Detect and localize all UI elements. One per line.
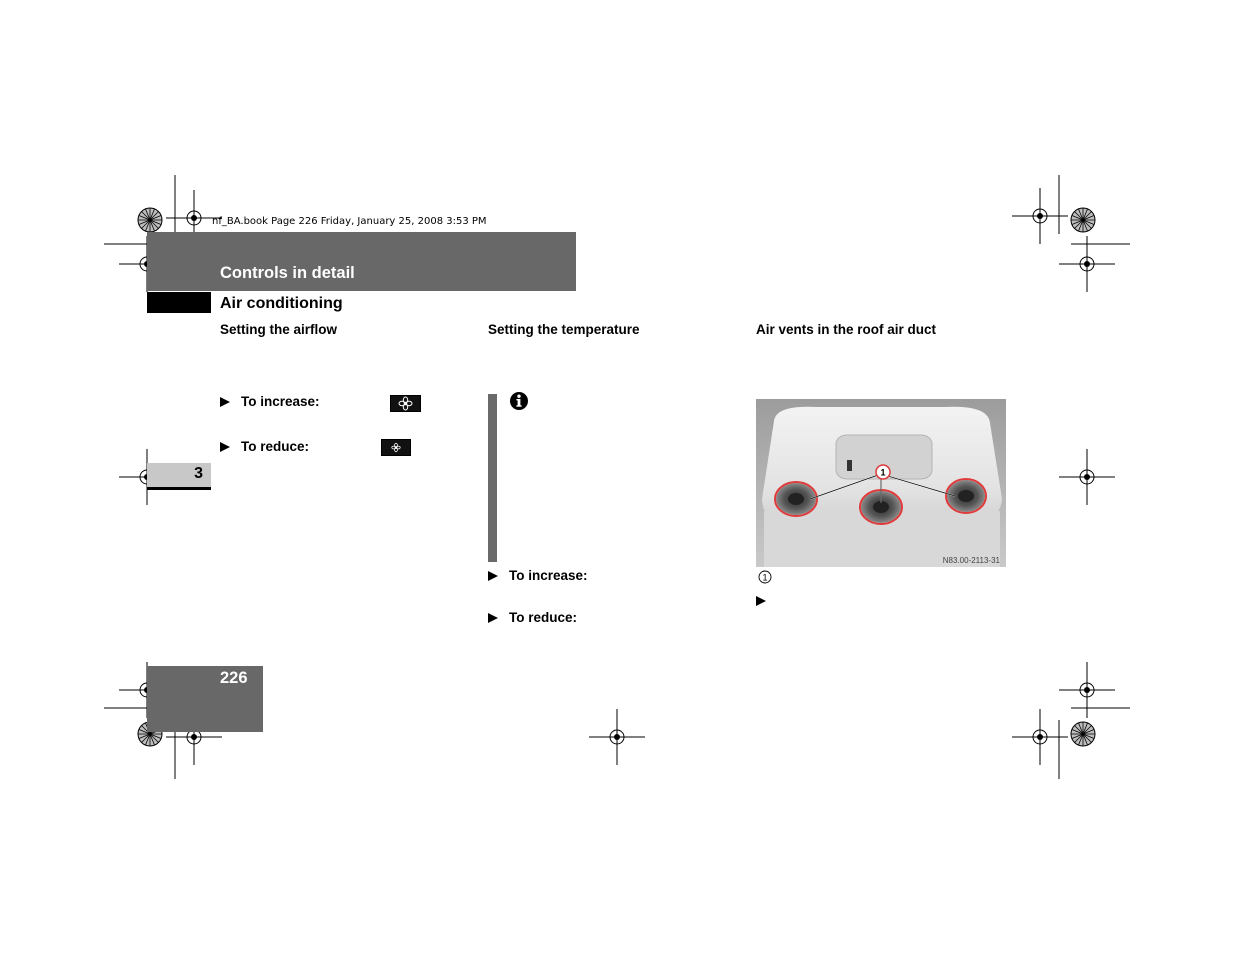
airflow-reduce-label: To reduce: (241, 439, 310, 454)
bullet-arrow-icon (220, 397, 230, 407)
heading-temperature: Setting the temperature (488, 322, 640, 337)
chapter-tab: 3 (147, 463, 211, 490)
section-title: Controls in detail (220, 264, 355, 282)
bullet-arrow-icon (756, 596, 766, 606)
bullet-arrow-icon (488, 613, 498, 623)
fan-small-icon (381, 439, 411, 456)
note-bar (488, 394, 497, 562)
roof-vent-step (756, 593, 777, 608)
photo-code: N83.00-2113-31 (943, 556, 1001, 565)
temperature-reduce-label: To reduce: (509, 610, 578, 625)
airflow-increase-label: To increase: (241, 394, 320, 409)
page-number: 226 (220, 669, 248, 687)
chapter-number: 3 (194, 465, 203, 482)
info-icon (510, 392, 528, 410)
fan-large-icon (390, 395, 421, 412)
heading-airflow: Setting the airflow (220, 322, 338, 337)
header-band (147, 232, 576, 291)
temperature-reduce-step: To reduce: (488, 610, 577, 625)
bullet-arrow-icon (488, 571, 498, 581)
temperature-increase-label: To increase: (509, 568, 588, 583)
page-tab (147, 666, 263, 732)
heading-roof-vents: Air vents in the roof air duct (756, 322, 937, 337)
subsection-title: Air conditioning (220, 295, 343, 312)
legend-callout-number: 1 (762, 572, 767, 582)
roof-vent-photo: 1 N83.00-2113-31 (756, 399, 1006, 567)
print-info: nf_BA.book Page 226 Friday, January 25, … (212, 216, 487, 227)
bullet-arrow-icon (220, 442, 230, 452)
subsection-marker (147, 292, 211, 313)
airflow-reduce-step: To reduce: (220, 439, 309, 454)
legend-callout: 1 (758, 570, 772, 584)
airflow-increase-step: To increase: (220, 394, 320, 409)
photo-callout: 1 (880, 468, 885, 478)
temperature-increase-step: To increase: (488, 568, 588, 583)
